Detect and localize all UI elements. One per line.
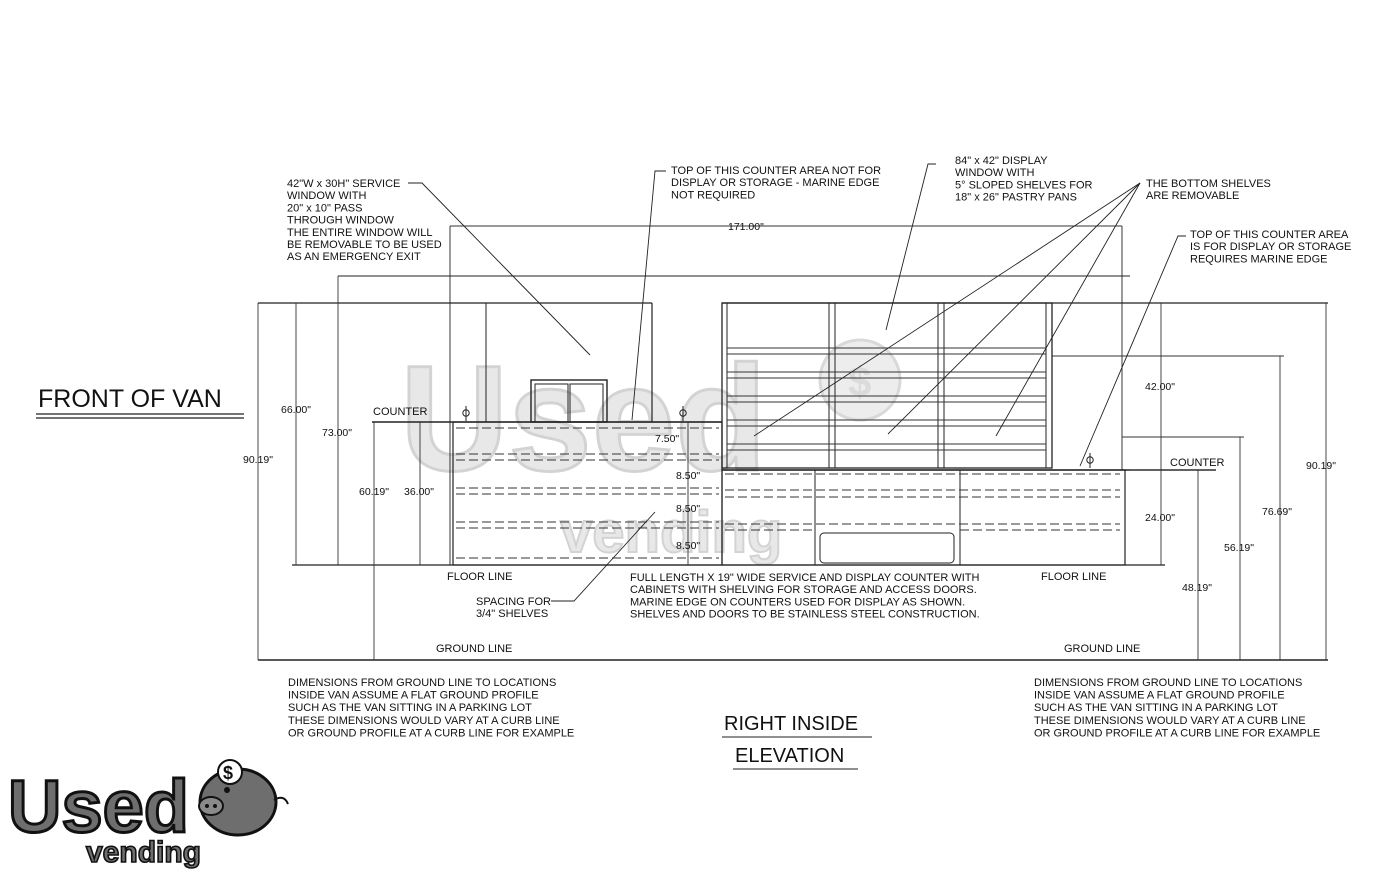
floor-line-label-left: FLOOR LINE [447,571,512,583]
note-line: MARINE EDGE ON COUNTERS USED FOR DISPLAY… [630,596,965,608]
coin-icon [217,759,243,785]
watermark-word-used: Used [400,334,767,502]
note-line: 20" x 10" PASS [287,202,362,214]
note-line: INSIDE VAN ASSUME A FLAT GROUND PROFILE [288,690,539,702]
note-line: BE REMOVABLE TO BE USED [287,239,442,251]
counter-label-left: COUNTER [373,406,427,418]
page-title-line1: RIGHT INSIDE [724,713,858,735]
dim-left-36: 36.00" [404,486,434,498]
page-title-line2: ELEVATION [735,745,844,767]
dim-right-24: 24.00" [1145,512,1175,524]
dim-shelf-8-50-c: 8.50" [676,540,700,552]
dim-right-56: 56.19" [1224,542,1254,554]
dim-shelf-8-50-b: 8.50" [676,503,700,515]
watermark: Used vending $ [399,333,902,566]
dim-right-48: 48.19" [1182,582,1212,594]
front-of-van-label: FRONT OF VAN [38,385,222,413]
dim-left-66: 66.00" [281,404,311,416]
ground-line-label-right: GROUND LINE [1064,643,1140,655]
dim-overall-length: 171.00" [728,221,764,233]
note-line: CABINETS WITH SHELVING FOR STORAGE AND A… [630,584,977,596]
leader-lines [408,163,1186,602]
dimension-lines [257,225,1327,660]
note-line: 3/4" SHELVES [476,608,548,620]
note-line: WINDOW WITH [287,190,366,202]
display-window [721,302,1053,469]
dim-right-76: 76.69" [1262,506,1292,518]
note-line: WINDOW WITH [955,167,1034,179]
note-line: AS AN EMERGENCY EXIT [287,251,421,263]
dim-right-42: 42.00" [1145,381,1175,393]
logo-word-used: Used [8,765,189,848]
logo-dollar-icon: $ [223,763,233,783]
note-line: DISPLAY OR STORAGE - MARINE EDGE [671,177,879,189]
pig-mascot-icon [198,767,289,837]
dim-left-total: 90.19" [243,454,273,466]
right-counter-cabinet [721,469,1216,566]
ground-line-label-left: GROUND LINE [436,643,512,655]
floor-line-label-right: FLOOR LINE [1041,571,1106,583]
note-line: OR GROUND PROFILE AT A CURB LINE FOR EXA… [288,727,574,739]
dim-shelf-7-50: 7.50" [655,433,679,445]
dim-right-total: 90.19" [1306,460,1336,472]
note-line: DIMENSIONS FROM GROUND LINE TO LOCATIONS [1034,677,1302,689]
note-line: INSIDE VAN ASSUME A FLAT GROUND PROFILE [1034,690,1285,702]
note-line: 18" x 26" PASTRY PANS [955,192,1077,204]
note-line: NOT REQUIRED [671,189,755,201]
note-line: DIMENSIONS FROM GROUND LINE TO LOCATIONS [288,677,556,689]
note-line: OR GROUND PROFILE AT A CURB LINE FOR EXA… [1034,727,1320,739]
note-line: THESE DIMENSIONS WOULD VARY AT A CURB LI… [1034,715,1306,727]
note-line: TOP OF THIS COUNTER AREA NOT FOR [671,165,881,177]
note-line: TOP OF THIS COUNTER AREA [1190,229,1349,241]
counter-label-right: COUNTER [1170,457,1224,469]
note-line: SUCH AS THE VAN SITTING IN A PARKING LOT [288,702,532,714]
watermark-word-vending: vending [560,500,782,565]
note-line: THESE DIMENSIONS WOULD VARY AT A CURB LI… [288,715,560,727]
note-line: SUCH AS THE VAN SITTING IN A PARKING LOT [1034,702,1278,714]
note-ground-right: DIMENSIONS FROM GROUND LINE TO LOCATIONS… [1034,677,1320,739]
note-line: THROUGH WINDOW [287,215,395,227]
note-line: SPACING FOR [476,596,551,608]
note-line: 42"W x 30H" SERVICE [287,178,400,190]
note-service-counter: FULL LENGTH X 19" WIDE SERVICE AND DISPL… [630,572,980,621]
note-line: REQUIRES MARINE EDGE [1190,253,1328,265]
dim-shelf-8-50-a: 8.50" [676,470,700,482]
note-line: THE BOTTOM SHELVES [1146,178,1271,190]
logo-word-vending: vending [86,836,201,869]
watermark-dollar-icon: $ [848,358,871,405]
dim-left-60: 60.19" [359,486,389,498]
note-line: SHELVES AND DOORS TO BE STAINLESS STEEL … [630,609,980,621]
note-line: 84" x 42" DISPLAY [955,155,1048,167]
note-line: IS FOR DISPLAY OR STORAGE [1190,241,1351,253]
dim-left-73: 73.00" [322,427,352,439]
used-vending-logo: Used vending $ [7,759,289,870]
marine-edge-markers [462,406,1094,468]
note-line: THE ENTIRE WINDOW WILL [287,227,432,239]
note-ground-left: DIMENSIONS FROM GROUND LINE TO LOCATIONS… [288,677,574,739]
note-line: 5° SLOPED SHELVES FOR [955,179,1093,191]
note-line: ARE REMOVABLE [1146,190,1239,202]
note-line: FULL LENGTH X 19" WIDE SERVICE AND DISPL… [630,572,980,584]
